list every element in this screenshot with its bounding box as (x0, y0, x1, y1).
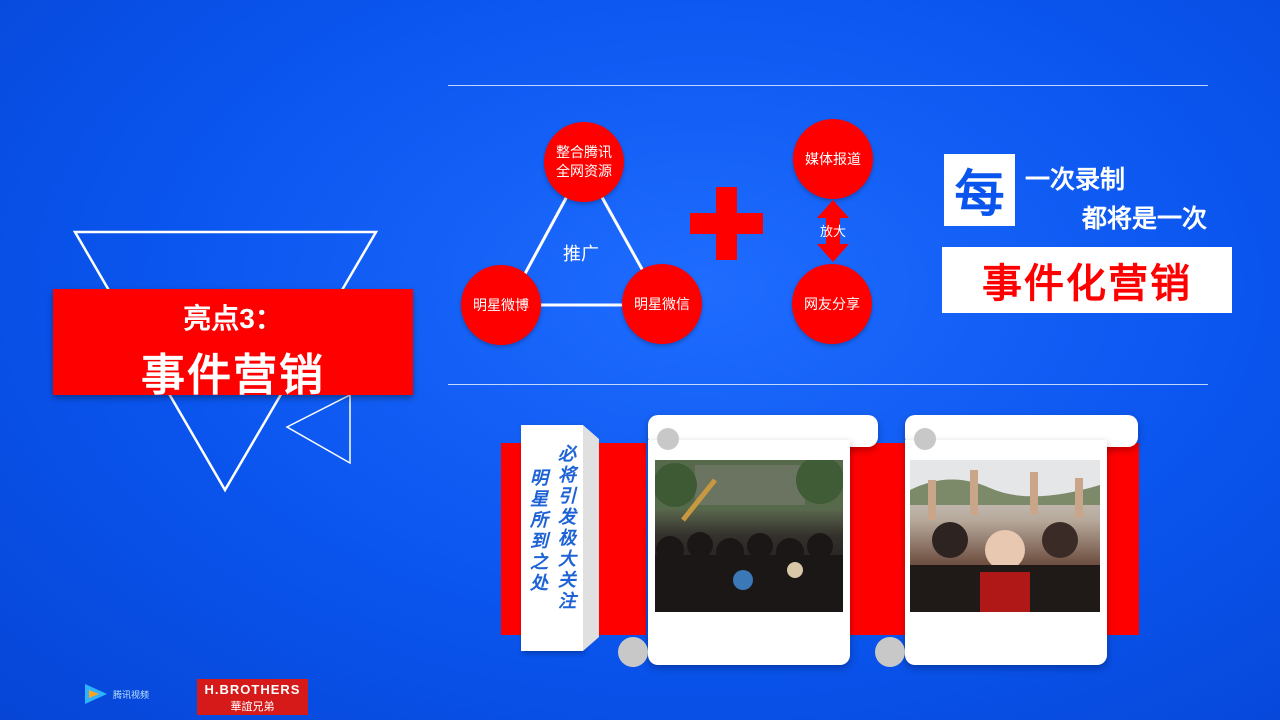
circle-sharing-label: 网友分享 (804, 295, 860, 312)
top-divider (448, 85, 1208, 86)
caption-ribbon (521, 425, 583, 651)
slogan-highlight-box: 事件化营销 (942, 247, 1232, 313)
circle-wechat-label: 明星微信 (634, 295, 690, 312)
crowd-photo-2-art (910, 460, 1100, 612)
circle-media-reports: 媒体报道 (793, 119, 873, 199)
crowd-photo-1-art (655, 460, 843, 612)
amplify-label: 放大 (819, 224, 846, 239)
slogan-badge-char: 每 (954, 166, 1005, 222)
scroll-curl-icon (875, 637, 905, 667)
circle-tencent-line2: 全网资源 (556, 163, 612, 179)
caption-column-2: 明星所到之处 (528, 468, 548, 594)
circle-star-wechat: 明星微信 (622, 264, 702, 344)
promotion-label: 推广 (563, 244, 599, 264)
crowd-photo-1 (655, 460, 843, 612)
circle-netizen-sharing: 网友分享 (792, 264, 872, 344)
double-arrow-icon (817, 200, 849, 262)
triangle-connector (505, 161, 665, 307)
middle-divider (448, 384, 1208, 385)
slogan-line1: 一次录制 (1025, 166, 1126, 194)
scroll-curl-icon (914, 428, 936, 450)
circle-tencent-line1: 整合腾讯 (556, 144, 612, 160)
red-bar-middle (850, 443, 910, 635)
scroll-curl-icon (657, 428, 679, 450)
circle-media-label: 媒体报道 (805, 150, 861, 167)
circle-star-weibo: 明星微博 (461, 265, 541, 345)
headline-box: 亮点3： 事件营销 (53, 289, 413, 400)
ribbon-fold (583, 425, 599, 651)
headline-line2: 事件营销 (141, 351, 325, 400)
plus-icon (690, 187, 763, 260)
hbrothers-cn: 華誼兄弟 (230, 700, 275, 713)
hbrothers-logo: H.BROTHERS 華誼兄弟 (197, 679, 308, 715)
slogan-highlight: 事件化营销 (982, 262, 1192, 306)
hbrothers-en: H.BROTHERS (204, 682, 301, 697)
play-icon (85, 684, 107, 704)
slogan-line2: 都将是一次 (1082, 205, 1208, 233)
headline-line1: 亮点3： (183, 303, 283, 334)
circle-tencent-resources: 整合腾讯 全网资源 (544, 122, 624, 202)
red-bar-right (1105, 443, 1139, 635)
circle-weibo-label: 明星微博 (473, 296, 529, 313)
crowd-photo-2 (910, 460, 1100, 612)
tencent-video-text: 腾讯视频 (113, 689, 150, 700)
caption-column-1: 必将引发极大关注 (556, 444, 576, 612)
slogan-badge: 每 (944, 154, 1015, 226)
tencent-video-logo: 腾讯视频 (83, 682, 149, 706)
scroll-curl-icon (618, 637, 648, 667)
